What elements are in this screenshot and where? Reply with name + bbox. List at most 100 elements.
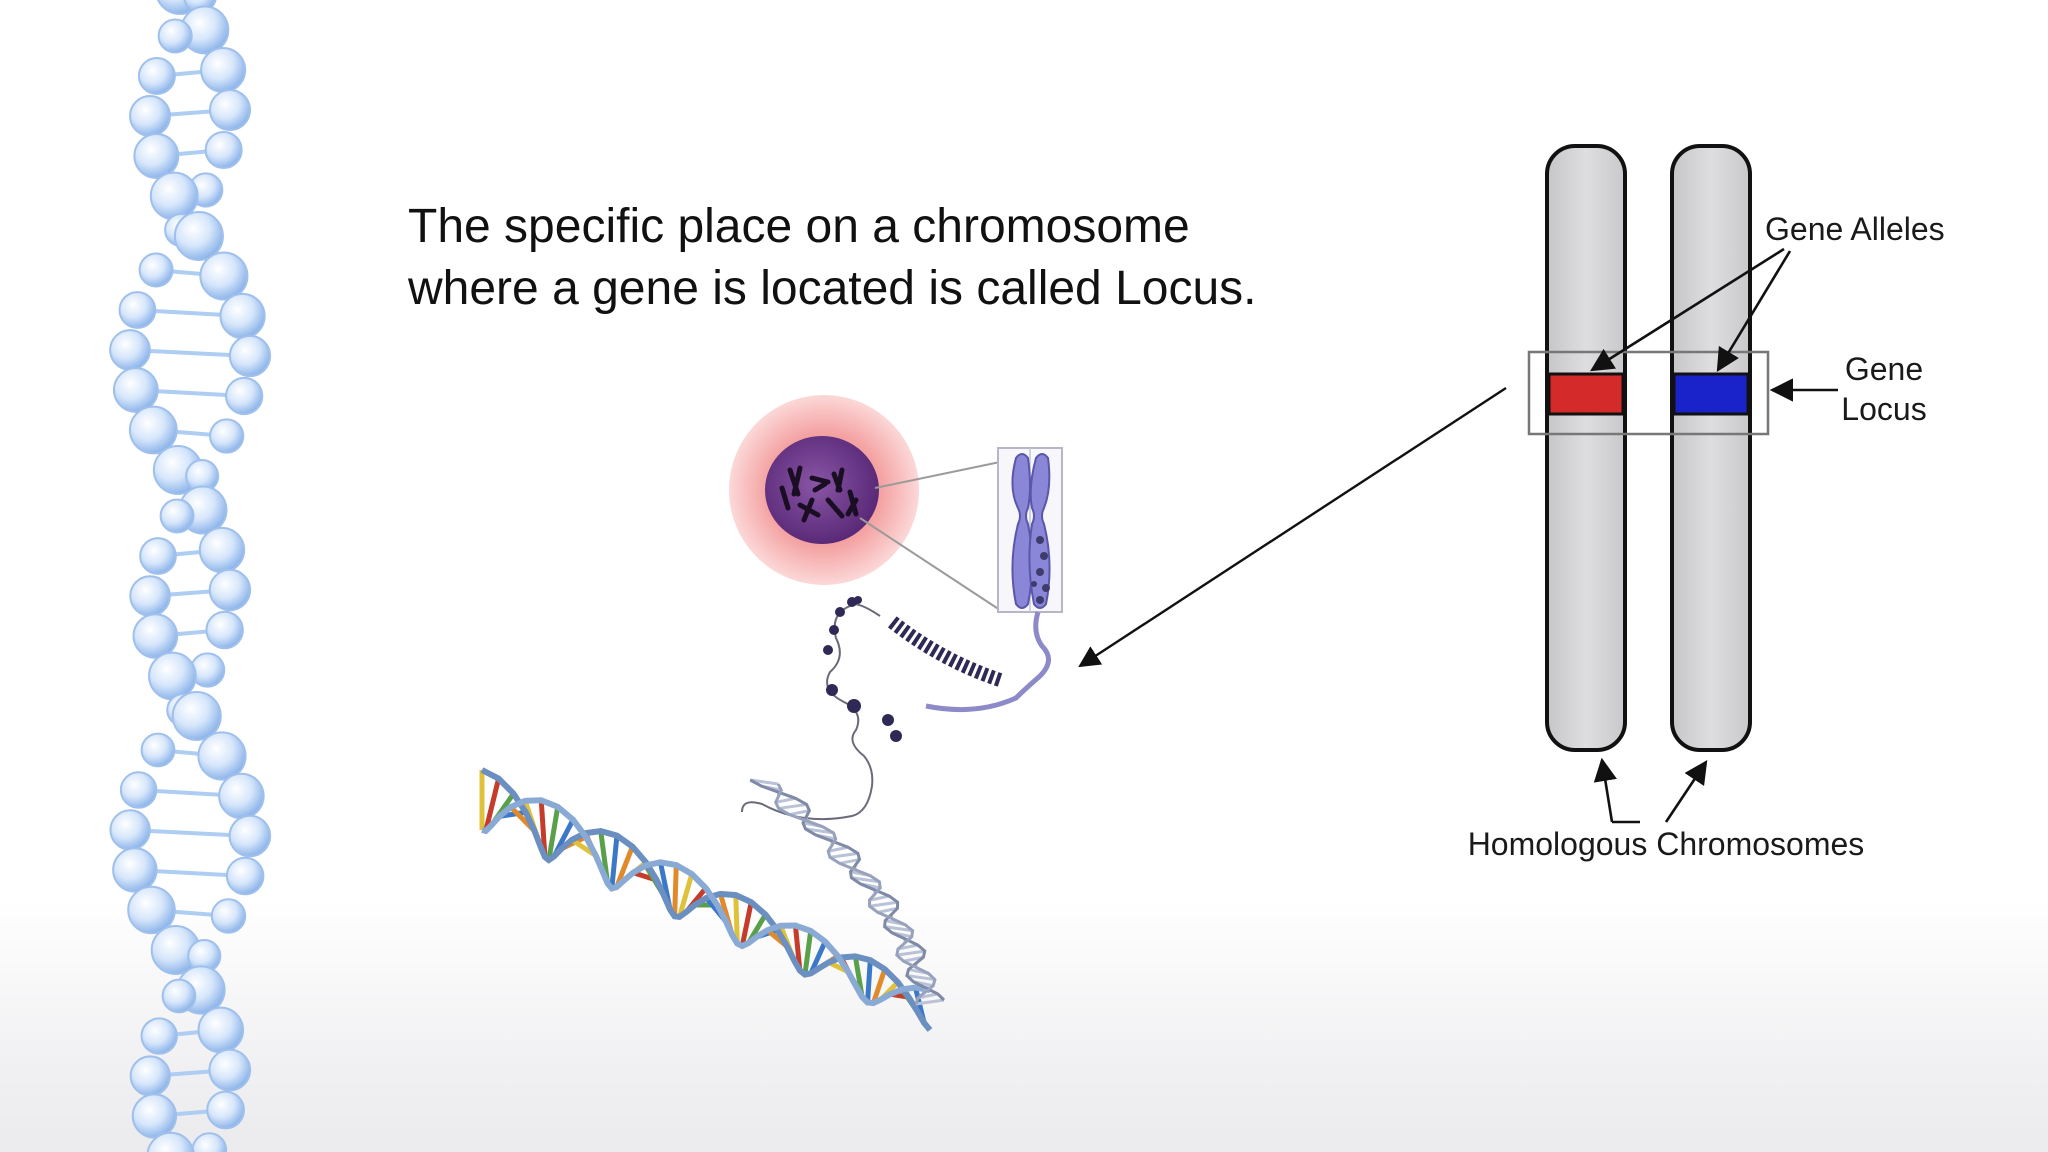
helix-bead (218, 772, 265, 820)
helix-bead (140, 1017, 178, 1055)
helix-bead (210, 898, 247, 934)
gene-alleles-label: Gene Alleles (1765, 211, 1945, 247)
helix-bead (208, 568, 252, 612)
helix-bead (205, 610, 244, 650)
base-pair (775, 796, 796, 804)
base-pair (792, 925, 803, 971)
base-pair (869, 900, 898, 908)
base-pair (609, 835, 620, 889)
helix-bead (128, 405, 178, 455)
helix-bead (191, 1132, 228, 1152)
base-pair (802, 930, 814, 975)
helix-bead (204, 130, 243, 170)
chromosome-right (1670, 144, 1752, 752)
base-pair (917, 992, 938, 1000)
dna-thin-strand (749, 778, 946, 1006)
homologous-chromosomes-label: Homologous Chromosomes (1468, 826, 1865, 862)
base-pair (805, 827, 834, 835)
base-pair (538, 800, 548, 858)
gene-locus-label-line2: Locus (1841, 391, 1926, 427)
chromosome-zoom (997, 447, 1063, 613)
base-pair (829, 851, 859, 859)
base-pair (869, 894, 890, 902)
helix-bead (209, 418, 245, 454)
helix-bead (228, 814, 272, 858)
base-pair (672, 864, 679, 917)
helix-bead (139, 537, 177, 575)
helix-bead (208, 88, 252, 132)
base-pair (877, 906, 898, 914)
base-pair (677, 873, 695, 918)
helix-bead (198, 526, 246, 574)
helix-bead (206, 1090, 245, 1130)
helix-bead (138, 252, 174, 288)
chromosome-left (1545, 144, 1627, 752)
helix-bead (219, 292, 266, 340)
helix-bead (129, 95, 171, 137)
base-pair (896, 949, 925, 957)
helix-bead (159, 498, 195, 534)
helix-bead (129, 575, 171, 617)
base-pair (851, 876, 880, 884)
base-pair (897, 943, 919, 951)
base-pair (839, 857, 860, 865)
dna-backbone (480, 767, 933, 1032)
helix-bead (132, 613, 179, 659)
helix-bead (112, 367, 159, 413)
helix-bead (225, 376, 264, 416)
helix-bead (133, 133, 180, 179)
caption-line: The specific place on a chromosome (408, 200, 1190, 253)
helix-bead (171, 691, 222, 741)
helix-bead (197, 1006, 245, 1054)
base-pair (789, 809, 810, 817)
helix-bead (161, 978, 197, 1014)
helix-bead (127, 885, 176, 935)
slide-caption: The specific place on a chromosome where… (408, 196, 1388, 320)
helix-bead (173, 211, 224, 261)
dna-backbone (481, 797, 931, 1007)
homologous-chromosomes-diagram: Gene Alleles Gene Locus Homologous Chrom… (1468, 144, 1945, 862)
helix-bead (137, 57, 176, 95)
base-pair (733, 894, 740, 944)
base-pair (483, 778, 502, 832)
nucleus-chromosomes (779, 465, 859, 523)
base-pair (915, 998, 945, 1006)
allele-right (1672, 372, 1750, 416)
locus-box (1527, 350, 1770, 436)
base-pair (903, 955, 924, 963)
base-pair (865, 960, 873, 1003)
helix-bead (149, 171, 199, 221)
base-pair (871, 968, 888, 1004)
dna-backbone (749, 778, 946, 1002)
helix-bead (225, 856, 265, 896)
helix-bead (118, 291, 157, 329)
base-pair (778, 802, 807, 810)
helix-bead (197, 731, 247, 781)
allele-left (1547, 372, 1625, 416)
helix-bead (146, 1131, 195, 1152)
caption-line: where a gene is located is called Locus. (408, 262, 1257, 315)
helix-bead (199, 251, 249, 301)
dna-backbone (774, 783, 937, 1005)
cell-illustration (729, 395, 1001, 611)
helix-bead (208, 1048, 252, 1092)
dna-helix-decoration (109, 0, 272, 1152)
chromatin-coils (1031, 536, 1050, 604)
helix-bead (131, 1093, 178, 1139)
base-pair (827, 845, 849, 853)
helix-bead (228, 334, 272, 378)
base-pair (750, 778, 779, 786)
helix-bead (157, 18, 193, 54)
gene-locus-label-line1: Gene (1845, 351, 1923, 387)
helix-bead (129, 1055, 171, 1097)
base-pair (546, 806, 561, 861)
helix-bead (109, 329, 151, 371)
base-pair (808, 940, 828, 975)
base-pair (884, 925, 913, 933)
helix-bead (140, 732, 176, 768)
helix-bead (119, 771, 158, 809)
pointer-arrow (1078, 386, 1507, 668)
base-pair (614, 845, 635, 888)
base-pair (906, 974, 936, 982)
